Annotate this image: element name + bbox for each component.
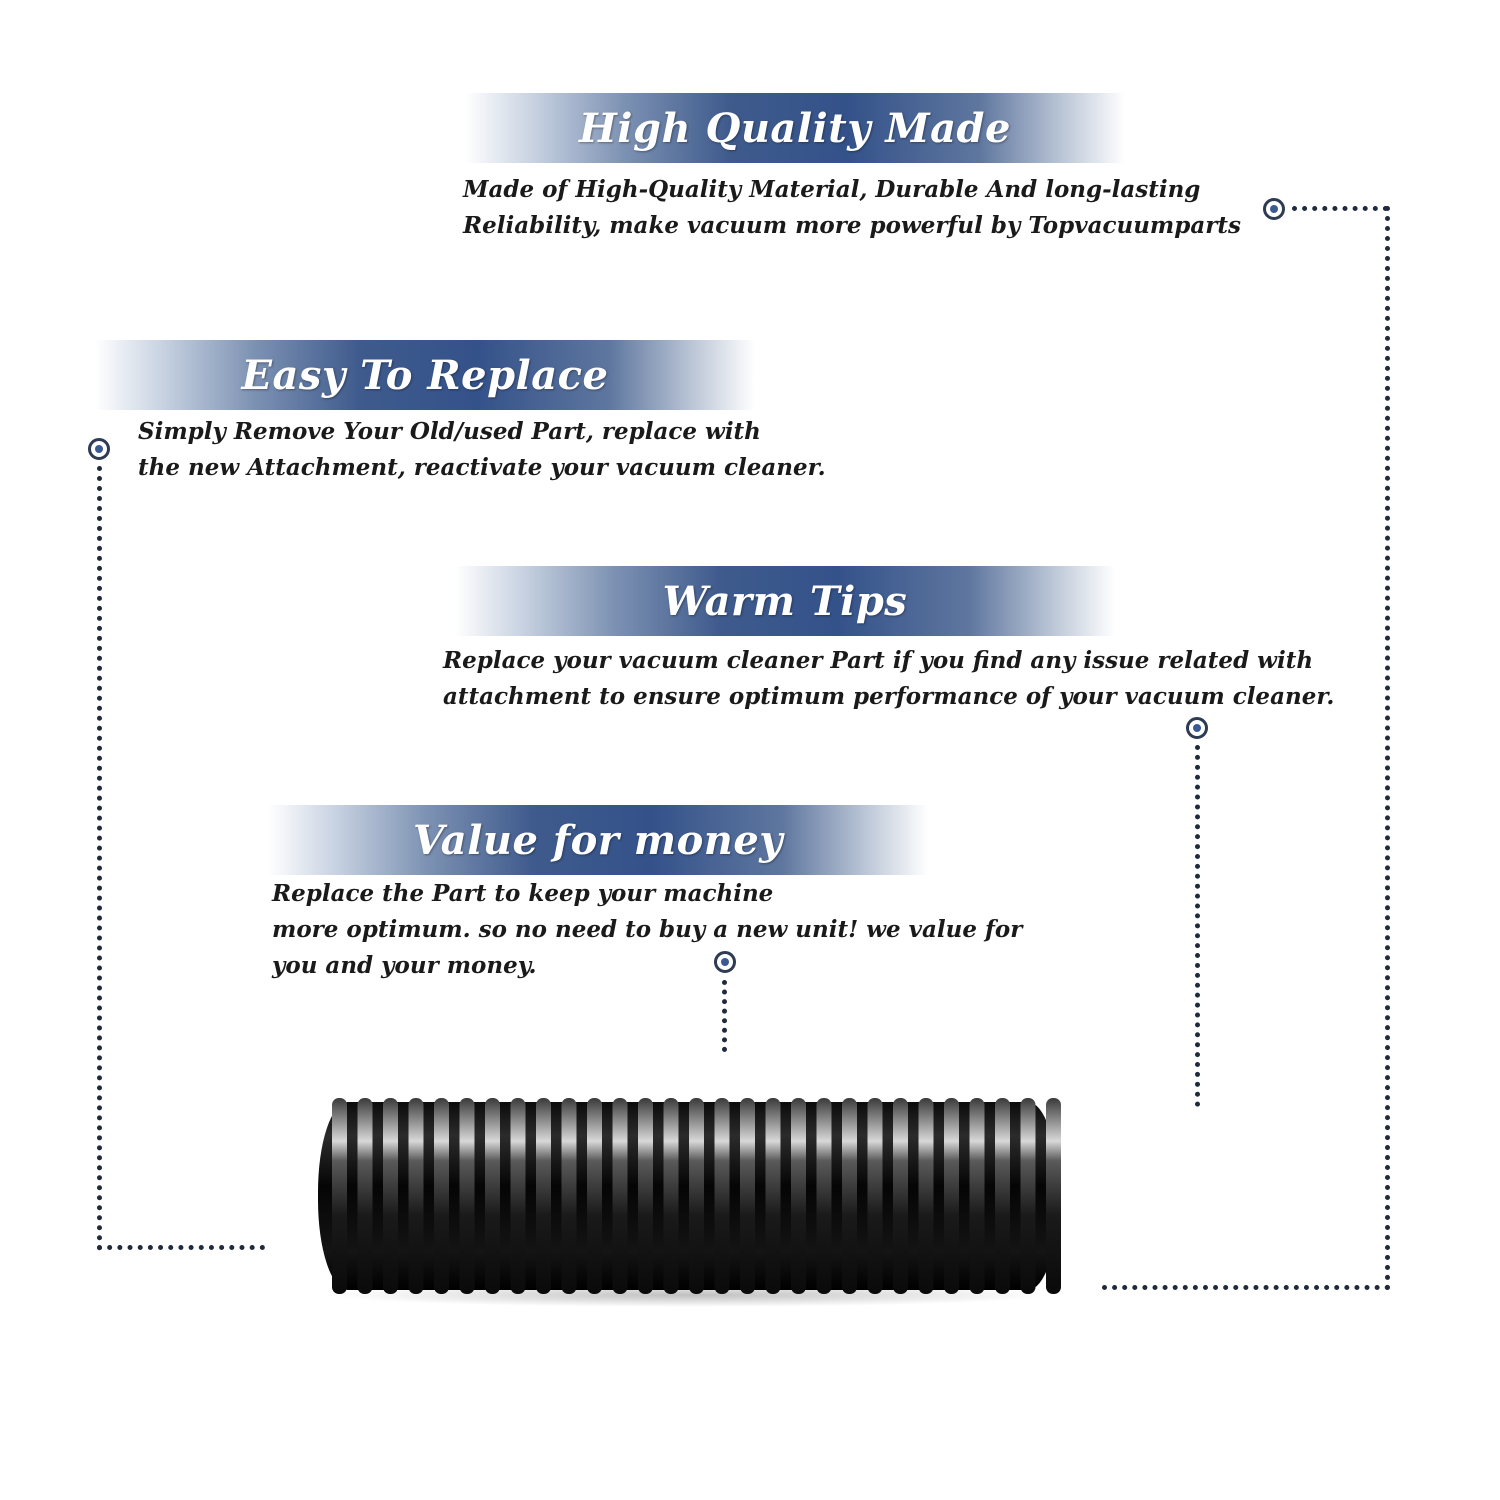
hose-ridge — [485, 1098, 500, 1294]
hose-ridge — [357, 1098, 373, 1294]
desc-line: Simply Remove Your Old/used Part, replac… — [138, 418, 761, 445]
desc-line: attachment to ensure optimum performance… — [443, 683, 1335, 710]
desc-line: the new Attachment, reactivate your vacu… — [138, 454, 826, 481]
title-value-money: Value for money — [412, 816, 784, 864]
hose-ridge — [867, 1098, 883, 1294]
hose-ridge — [816, 1098, 832, 1294]
desc-line: more optimum. so no need to buy a new un… — [272, 916, 1023, 943]
desc-high-quality: Made of High-Quality Material, Durable A… — [463, 172, 1241, 244]
banner-high-quality: High Quality Made — [465, 93, 1125, 163]
hose-ridge — [765, 1098, 781, 1294]
connector-marker-icon — [1263, 198, 1285, 220]
hose-ridge — [791, 1098, 806, 1294]
hose-ridge — [561, 1098, 577, 1294]
desc-value-money: Replace the Part to keep your machine mo… — [272, 876, 1022, 984]
connector-line — [1385, 206, 1390, 1291]
desc-line: you and your money. — [272, 952, 537, 979]
title-high-quality: High Quality Made — [579, 104, 1011, 152]
hose-ridge — [842, 1098, 857, 1294]
hose-ridge — [1020, 1098, 1036, 1294]
connector-line — [97, 466, 102, 1251]
hose-ridge — [944, 1098, 959, 1294]
hose-ridge — [638, 1098, 653, 1294]
connector-line — [1195, 745, 1200, 1107]
hose-ridge — [434, 1098, 449, 1294]
hose-ridge — [536, 1098, 551, 1294]
banner-value-money: Value for money — [268, 805, 928, 875]
hose-ridge — [740, 1098, 755, 1294]
connector-line — [97, 1245, 265, 1250]
hose-ridge — [383, 1098, 398, 1294]
ribbed-hose-image — [318, 1098, 1061, 1307]
banner-easy-replace: Easy To Replace — [95, 340, 755, 410]
desc-line: Made of High-Quality Material, Durable A… — [463, 176, 1201, 203]
hose-ridge — [969, 1098, 985, 1294]
hose-ridge — [510, 1098, 526, 1294]
connector-marker-icon — [88, 438, 110, 460]
desc-line: Replace your vacuum cleaner Part if you … — [443, 647, 1314, 674]
hose-ridge — [332, 1098, 347, 1294]
hose-ridge — [459, 1098, 475, 1294]
hose-ridge — [995, 1098, 1010, 1294]
connector-marker-icon — [714, 951, 736, 973]
hose-ridge — [714, 1098, 730, 1294]
hose-ridge — [918, 1098, 934, 1294]
banner-warm-tips: Warm Tips — [455, 566, 1115, 636]
hose-ridge — [689, 1098, 704, 1294]
hose-ridge — [1046, 1098, 1061, 1294]
desc-easy-replace: Simply Remove Your Old/used Part, replac… — [138, 414, 826, 486]
connector-line — [1102, 1285, 1390, 1290]
hose-ridge — [408, 1098, 424, 1294]
title-easy-replace: Easy To Replace — [241, 351, 609, 399]
connector-line — [1292, 206, 1388, 211]
connector-line — [722, 980, 727, 1052]
hose-ridge — [893, 1098, 908, 1294]
hose-ridge — [663, 1098, 679, 1294]
connector-marker-icon — [1186, 717, 1208, 739]
desc-warm-tips: Replace your vacuum cleaner Part if you … — [443, 643, 1334, 715]
desc-line: Replace the Part to keep your machine — [272, 880, 774, 907]
desc-line: Reliability, make vacuum more powerful b… — [463, 212, 1241, 239]
hose-ridge — [612, 1098, 628, 1294]
hose-ridge — [587, 1098, 602, 1294]
title-warm-tips: Warm Tips — [662, 577, 908, 625]
